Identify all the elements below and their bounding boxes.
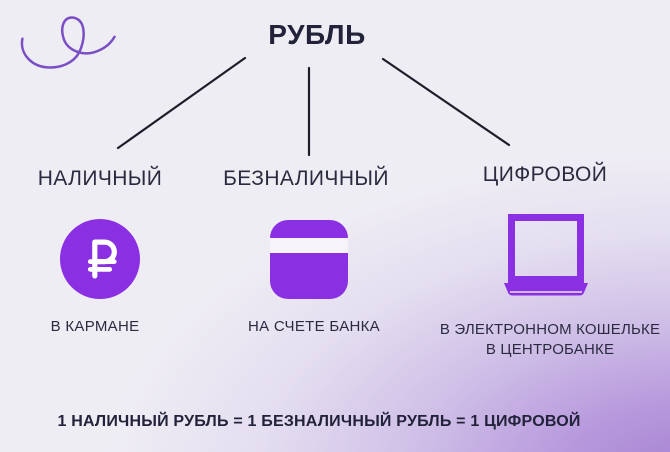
card-stripe [270, 238, 348, 253]
bank-card-icon [270, 220, 348, 299]
caption-digital: В ЭЛЕКТРОННОМ КОШЕЛЬКЕ В ЦЕНТРОБАНКЕ [430, 320, 670, 360]
connector-line-digital [381, 57, 511, 147]
connector-line-cash [116, 56, 247, 150]
ruble-sign-icon [87, 239, 117, 279]
branch-label-cash: НАЛИЧНЫЙ [37, 167, 163, 190]
caption-noncash: НА СЧЕТЕ БАНКА [248, 318, 380, 335]
caption-cash: В КАРМАНЕ [50, 318, 140, 335]
caption-digital-line2: В ЦЕНТРОБАНКЕ [485, 341, 615, 358]
ruble-coin-icon [60, 219, 140, 299]
branch-label-digital: ЦИФРОВОЙ [482, 163, 608, 186]
equality-statement: 1 НАЛИЧНЫЙ РУБЛЬ = 1 БЕЗНАЛИЧНЫЙ РУБЛЬ =… [57, 413, 581, 430]
caption-digital-line1: В ЭЛЕКТРОННОМ КОШЕЛЬКЕ [439, 321, 661, 338]
laptop-icon [504, 214, 588, 296]
branch-label-noncash: БЕЗНАЛИЧНЫЙ [223, 167, 389, 190]
squiggle-decoration-icon [20, 16, 116, 69]
page-title: РУБЛЬ [268, 19, 366, 50]
